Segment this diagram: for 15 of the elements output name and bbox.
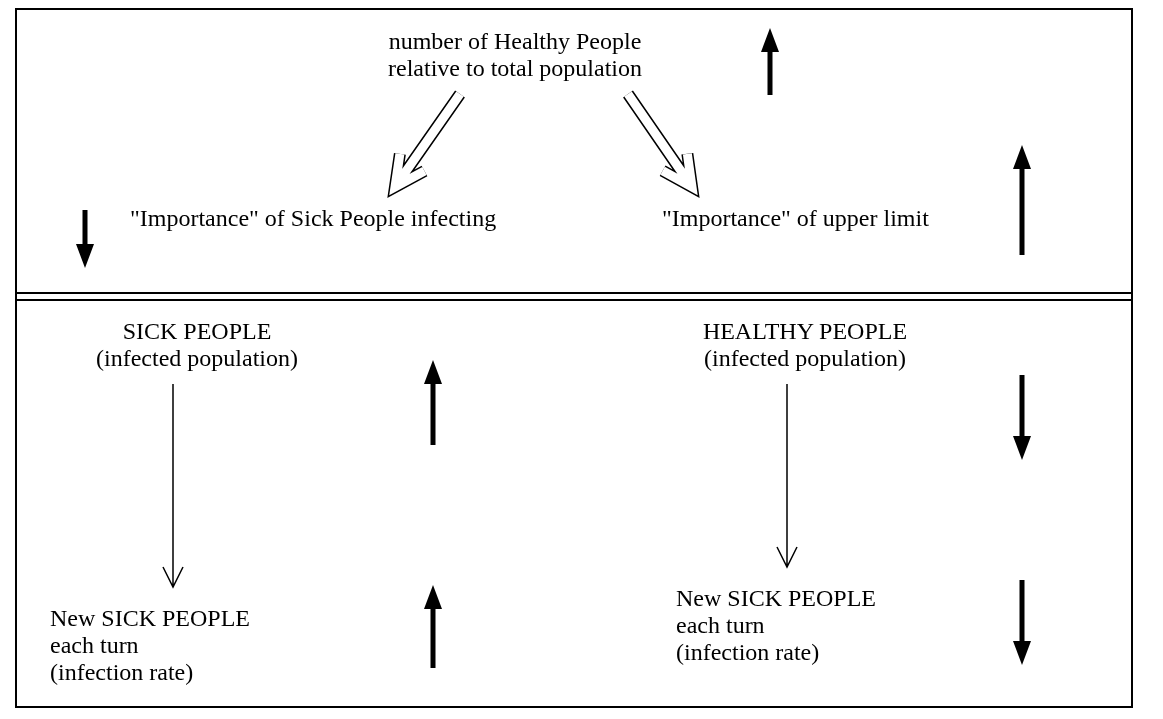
double-line-arrow [622,88,700,199]
node-text: New SICK PEOPLE each turn [676,585,877,639]
node-text: New SICK PEOPLE each turn [50,605,251,659]
node-text: (infection rate) [676,639,821,666]
node-text: HEALTHY PEOPLE [701,318,909,345]
arrow [776,383,798,569]
node-text: (infection rate) [50,659,195,686]
node-text: "Importance" of Sick People infecting [130,205,498,232]
double-line-arrow [387,88,466,198]
node-text: number of Healthy People relative to total population [387,28,643,82]
node-text: (infected population) [703,345,907,372]
node-text: SICK PEOPLE [121,318,273,345]
node-text: (infected population) [95,345,299,372]
arrow [162,383,184,589]
node-text: "Importance" of upper limit [662,205,930,232]
